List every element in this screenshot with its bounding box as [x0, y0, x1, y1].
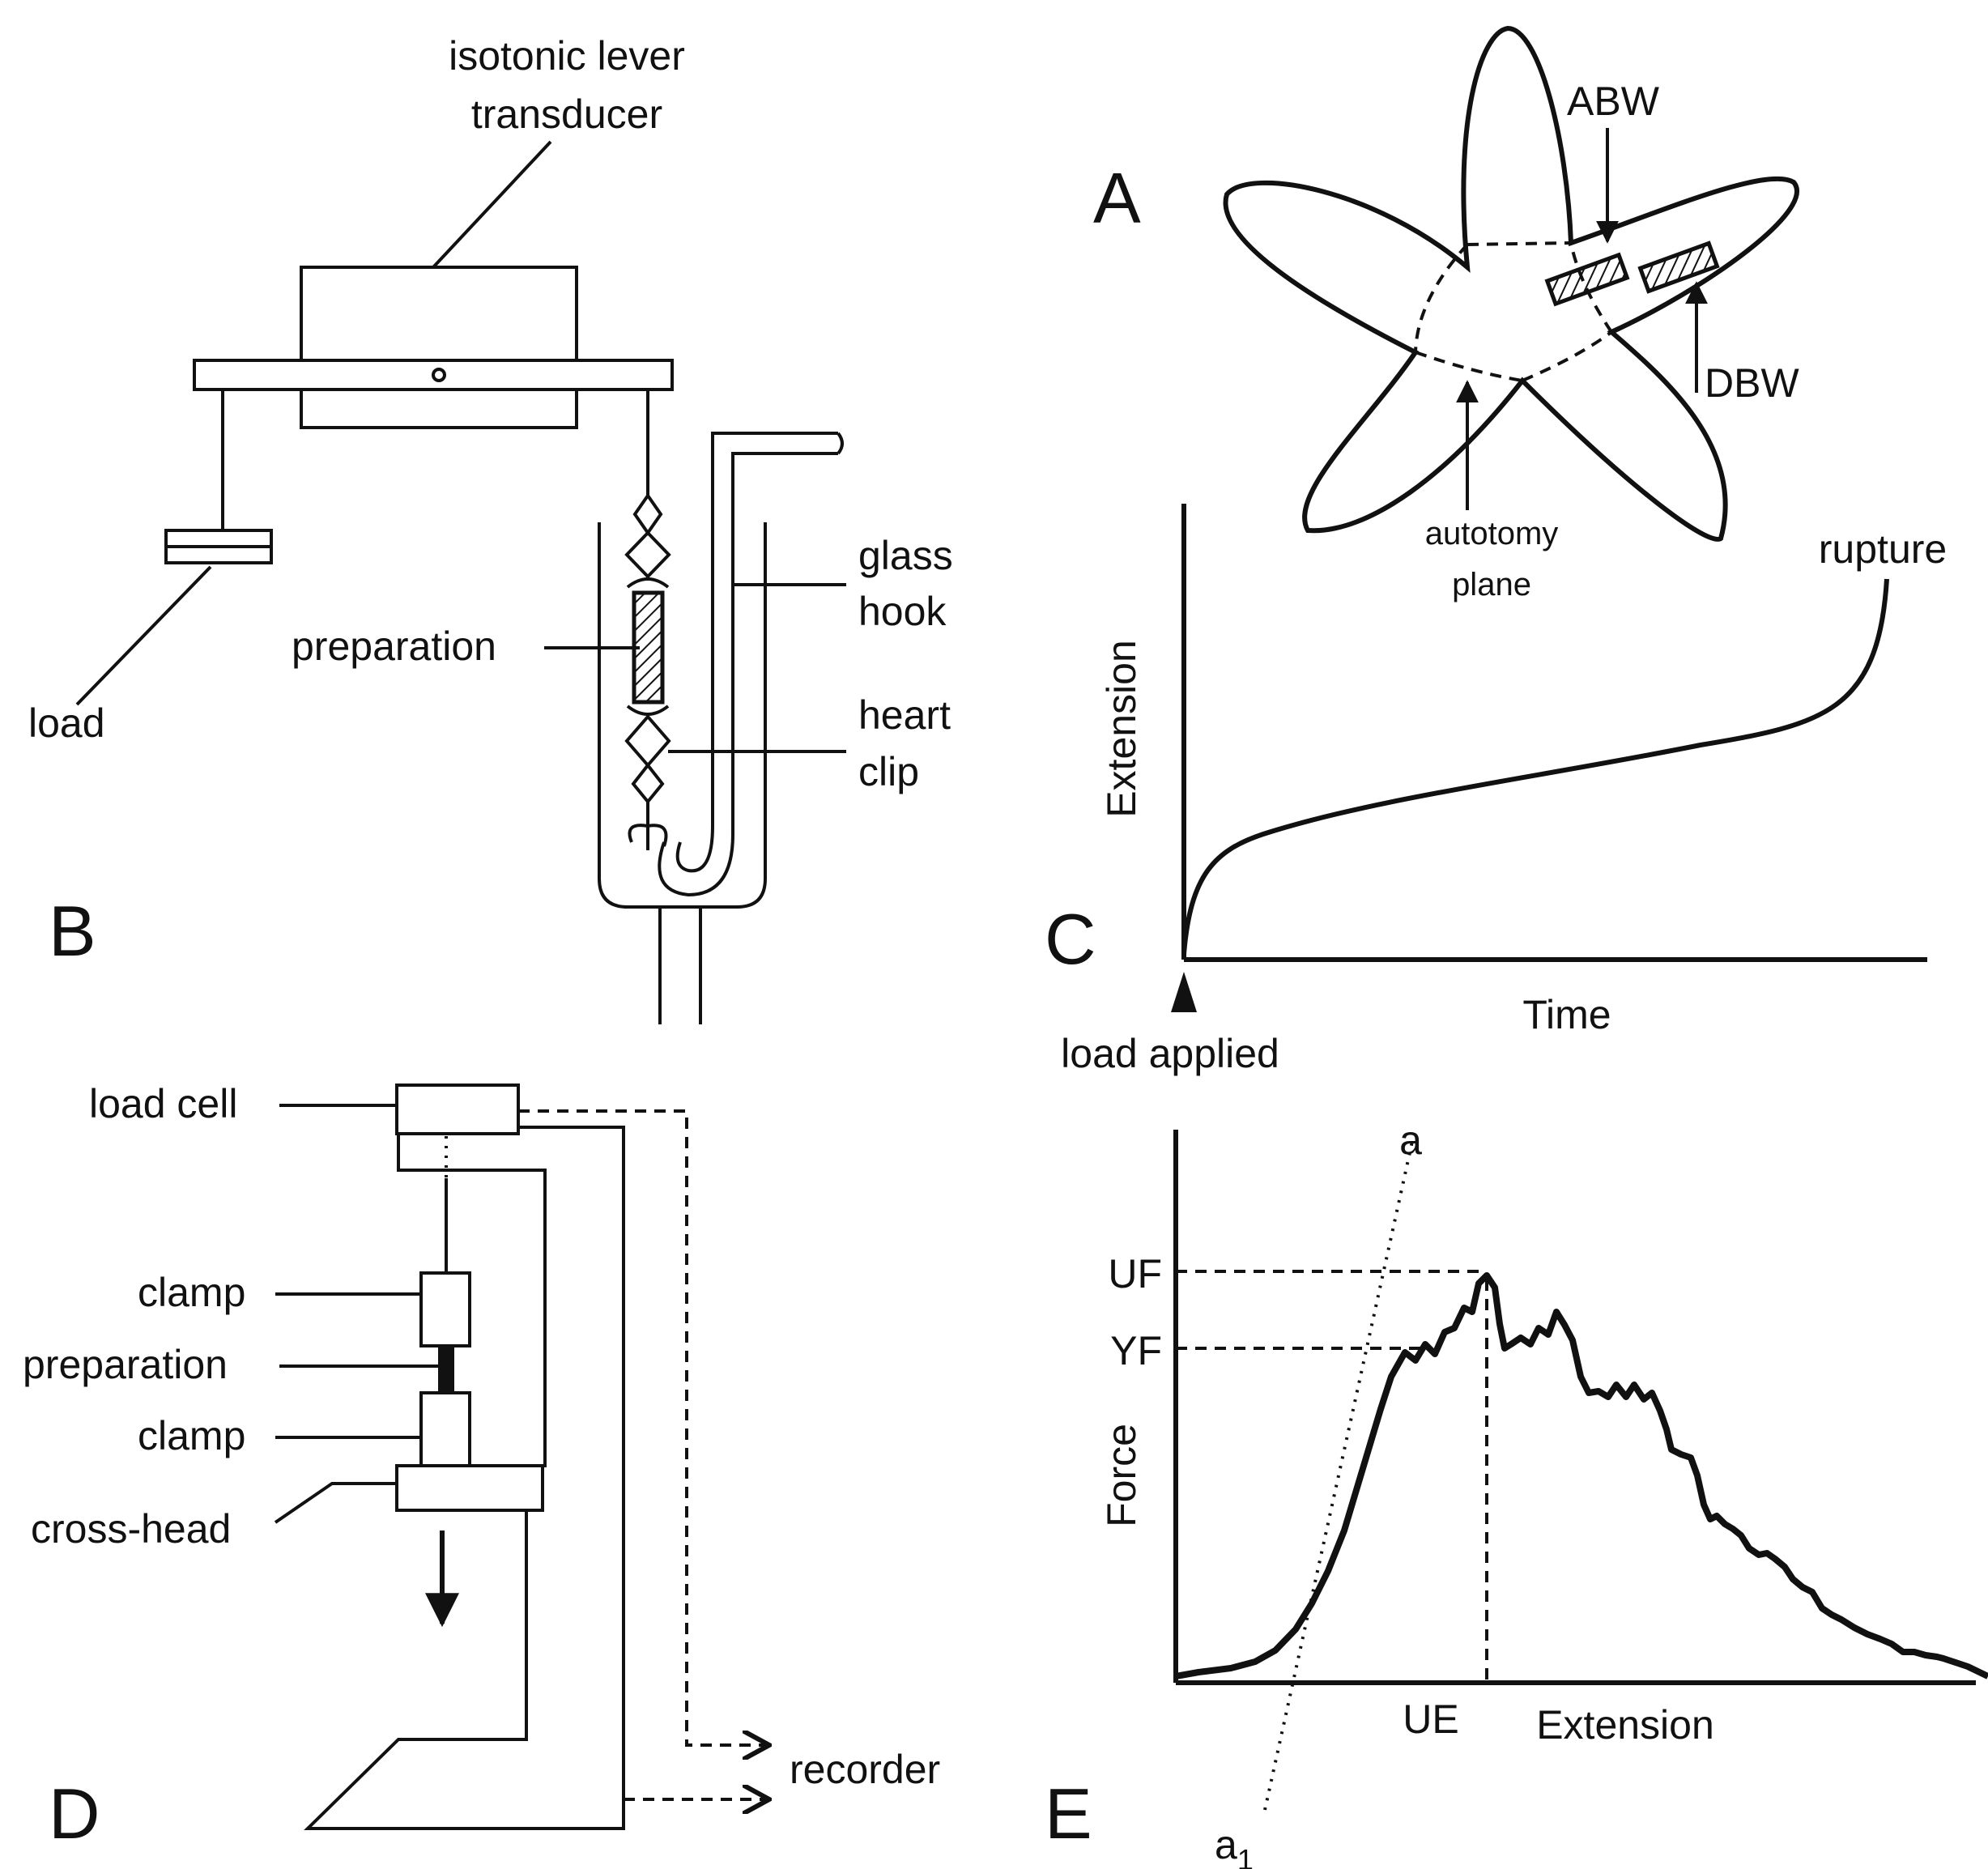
heart-clip-label-line2: clip	[858, 749, 919, 794]
load-cell-signal-line	[518, 1109, 769, 1745]
panel-b: B isotonic lever transducer load prepara…	[28, 33, 953, 1024]
preparation-label-d: preparation	[23, 1342, 228, 1387]
panel-label-d: D	[49, 1773, 100, 1854]
panel-e: E a a1 UF YF UE Extension Force	[1045, 1118, 1988, 1869]
dbw-label: DBW	[1705, 360, 1799, 406]
lever-arm	[193, 359, 674, 391]
heart-clip-label-line1: heart	[858, 692, 951, 738]
transducer-label-line2: transducer	[471, 92, 662, 137]
panel-d: D load cell clamp preparation clamp cros…	[23, 1081, 940, 1854]
tangent-label-a: a	[1399, 1118, 1422, 1163]
force-extension-curve	[1175, 1272, 1988, 1680]
upper-link-2	[624, 530, 671, 579]
frame-column	[304, 1126, 625, 1830]
panel-label-e: E	[1045, 1773, 1092, 1854]
c-y-axis-label: Extension	[1099, 640, 1144, 818]
glass-hook-inner	[658, 452, 838, 897]
autotomy-label-line1: autotomy	[1425, 516, 1559, 551]
panel-label-c: C	[1045, 899, 1096, 979]
lower-clamp-box	[419, 1391, 471, 1467]
ue-label: UE	[1403, 1697, 1458, 1742]
load-cell-label: load cell	[89, 1081, 237, 1126]
e-x-axis-label: Extension	[1536, 1702, 1714, 1748]
hook-loop	[628, 824, 668, 847]
glass-hook-outer	[675, 432, 838, 873]
upper-clamp-box	[419, 1271, 471, 1347]
heart-clip-link-2	[631, 762, 665, 805]
organ-bath	[598, 522, 767, 909]
heart-clip-link-1	[624, 713, 671, 768]
panel-a: A ABW DBW autotomy plane	[1093, 25, 1799, 602]
recorder-label: recorder	[790, 1747, 940, 1792]
load-cell-box	[395, 1084, 520, 1135]
upper-clamp	[626, 577, 670, 589]
autotomy-plane-bottom-left	[1415, 351, 1523, 382]
autotomy-label-line2: plane	[1452, 567, 1531, 602]
autotomy-plane-bottom-right	[1522, 330, 1613, 382]
panel-label-b: B	[49, 891, 96, 971]
autotomy-plane-left	[1414, 243, 1469, 353]
glass-hook-break	[836, 432, 844, 455]
uf-label: UF	[1108, 1251, 1162, 1296]
preparation-label: preparation	[292, 624, 496, 669]
c-x-axis-label: Time	[1522, 992, 1611, 1037]
abw-label: ABW	[1567, 79, 1660, 124]
load-leader-line	[75, 565, 212, 706]
abw-specimen	[1544, 252, 1630, 307]
load-label: load	[28, 700, 105, 746]
panel-label-a: A	[1093, 158, 1141, 238]
lever-pivot	[432, 368, 446, 382]
glass-hook-label-line2: hook	[858, 589, 947, 634]
dbw-specimen	[1637, 241, 1720, 294]
upper-clamp-label: clamp	[138, 1270, 245, 1315]
preparation-specimen-d	[438, 1346, 454, 1393]
cross-head-label: cross-head	[31, 1506, 231, 1552]
autotomy-plane-right	[1569, 242, 1613, 334]
lower-clamp	[626, 705, 670, 716]
cross-head-leader-line	[274, 1482, 397, 1524]
creep-curve	[1181, 578, 1889, 955]
rupture-label: rupture	[1819, 526, 1947, 572]
glass-hook-label-line1: glass	[858, 533, 953, 578]
lower-clamp-label: clamp	[138, 1413, 245, 1458]
panel-c: C Extension Time rupture load applied	[1045, 504, 1947, 1076]
cross-head-box	[395, 1464, 544, 1512]
tangent-label-a1: a1	[1215, 1822, 1254, 1869]
e-y-axis-label: Force	[1099, 1424, 1144, 1527]
autotomy-plane-top	[1467, 241, 1572, 246]
starfish-outline	[1223, 25, 1799, 542]
yf-label: YF	[1110, 1328, 1162, 1373]
load-applied-marker	[1171, 972, 1197, 1012]
tangent-line-a	[1263, 1137, 1415, 1811]
transducer-body	[300, 266, 578, 429]
transducer-leader-line	[432, 140, 552, 269]
transducer-label-line1: isotonic lever	[449, 33, 685, 79]
upper-link-1	[632, 492, 663, 536]
load-applied-label: load applied	[1061, 1031, 1279, 1076]
